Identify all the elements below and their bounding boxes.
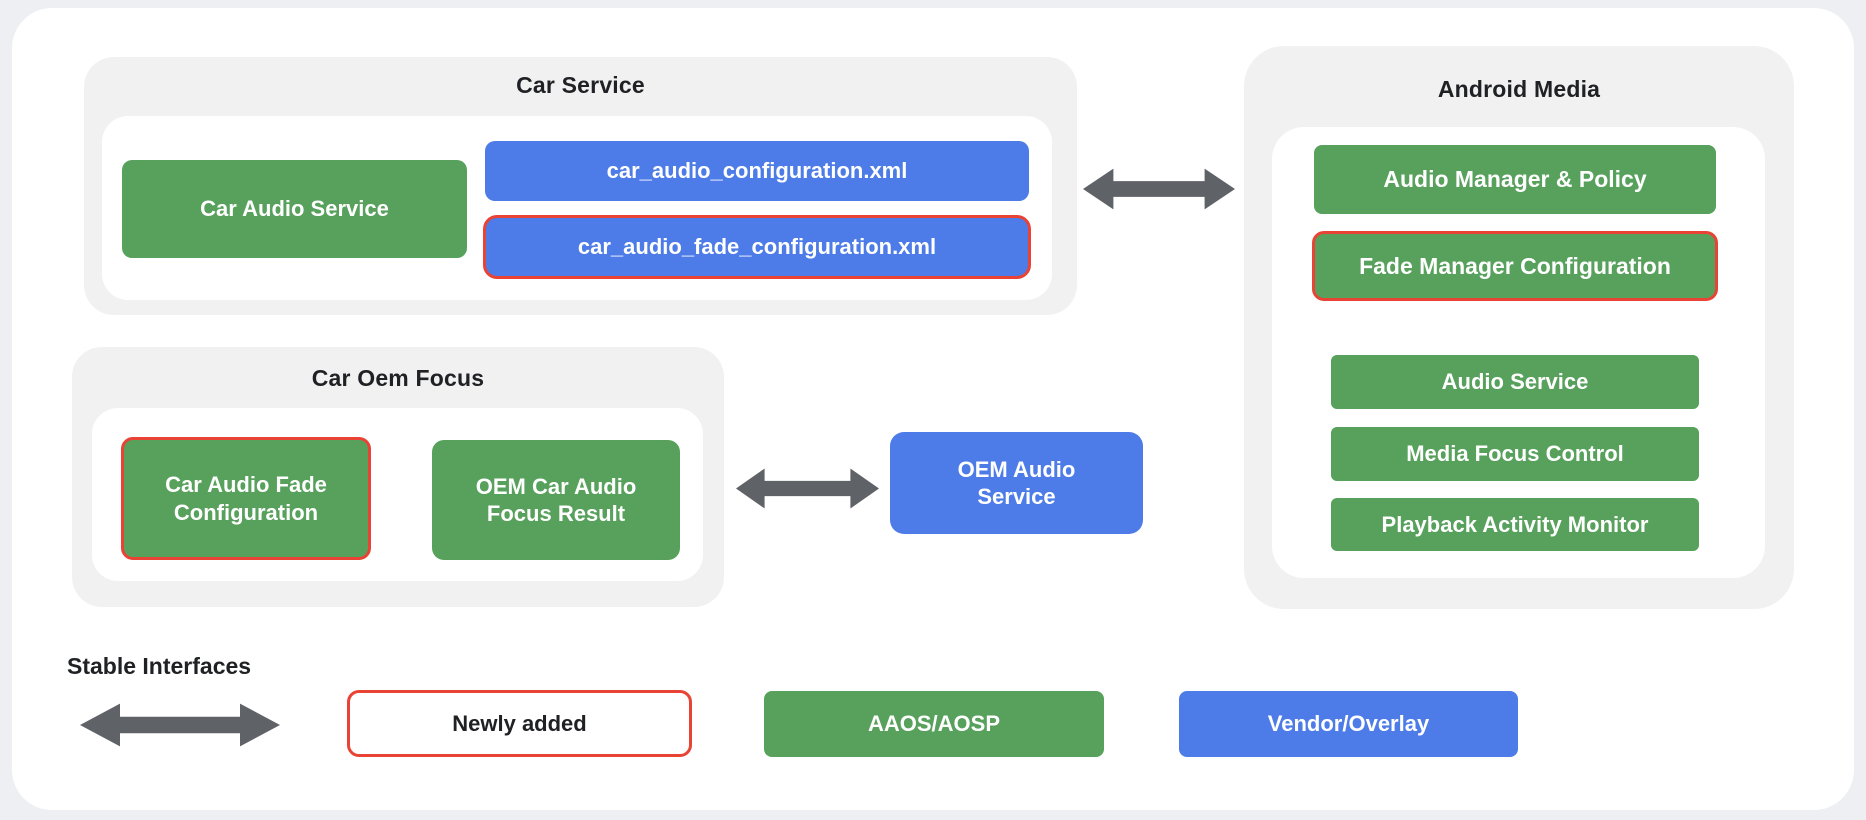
android-media-title: Android Media	[1437, 76, 1601, 102]
bidirectional-arrow-icon	[736, 468, 879, 509]
vendor-overlay-legend: Vendor/Overlay	[1179, 691, 1518, 757]
oem-car-audio-focus-result-box: OEM Car Audio Focus Result	[432, 440, 680, 560]
car-audio-fade-configuration-box: car_audio_fade_configuration.xml	[483, 215, 1031, 279]
stable-interfaces-label: Stable Interfaces	[67, 653, 252, 679]
car-audio-service-box: Car Audio Service	[122, 160, 467, 258]
oem-focus-oem-service-arrow	[736, 467, 879, 510]
aaos-aosp-legend: AAOS/AOSP	[764, 691, 1104, 757]
newly-added-legend: Newly added	[347, 690, 692, 757]
car-oem-focus-title: Car Oem Focus	[311, 365, 485, 391]
fade-manager-configuration-box: Fade Manager Configuration	[1312, 231, 1718, 301]
car-service-title: Car Service	[516, 72, 645, 98]
audio-service-box: Audio Service	[1331, 355, 1699, 409]
audio-manager-policy-box: Audio Manager & Policy	[1314, 145, 1716, 214]
stable-interfaces-arrow	[80, 702, 280, 748]
bidirectional-arrow-icon	[80, 703, 280, 747]
media-focus-control-box: Media Focus Control	[1331, 427, 1699, 481]
oem-audio-service-box: OEM Audio Service	[890, 432, 1143, 534]
car-audio-fade-config-box: Car Audio Fade Configuration	[121, 437, 371, 560]
car-audio-configuration-box: car_audio_configuration.xml	[485, 141, 1029, 201]
bidirectional-arrow-icon	[1083, 168, 1235, 210]
playback-activity-monitor-box: Playback Activity Monitor	[1331, 498, 1699, 551]
car-service-android-media-arrow	[1083, 167, 1235, 211]
